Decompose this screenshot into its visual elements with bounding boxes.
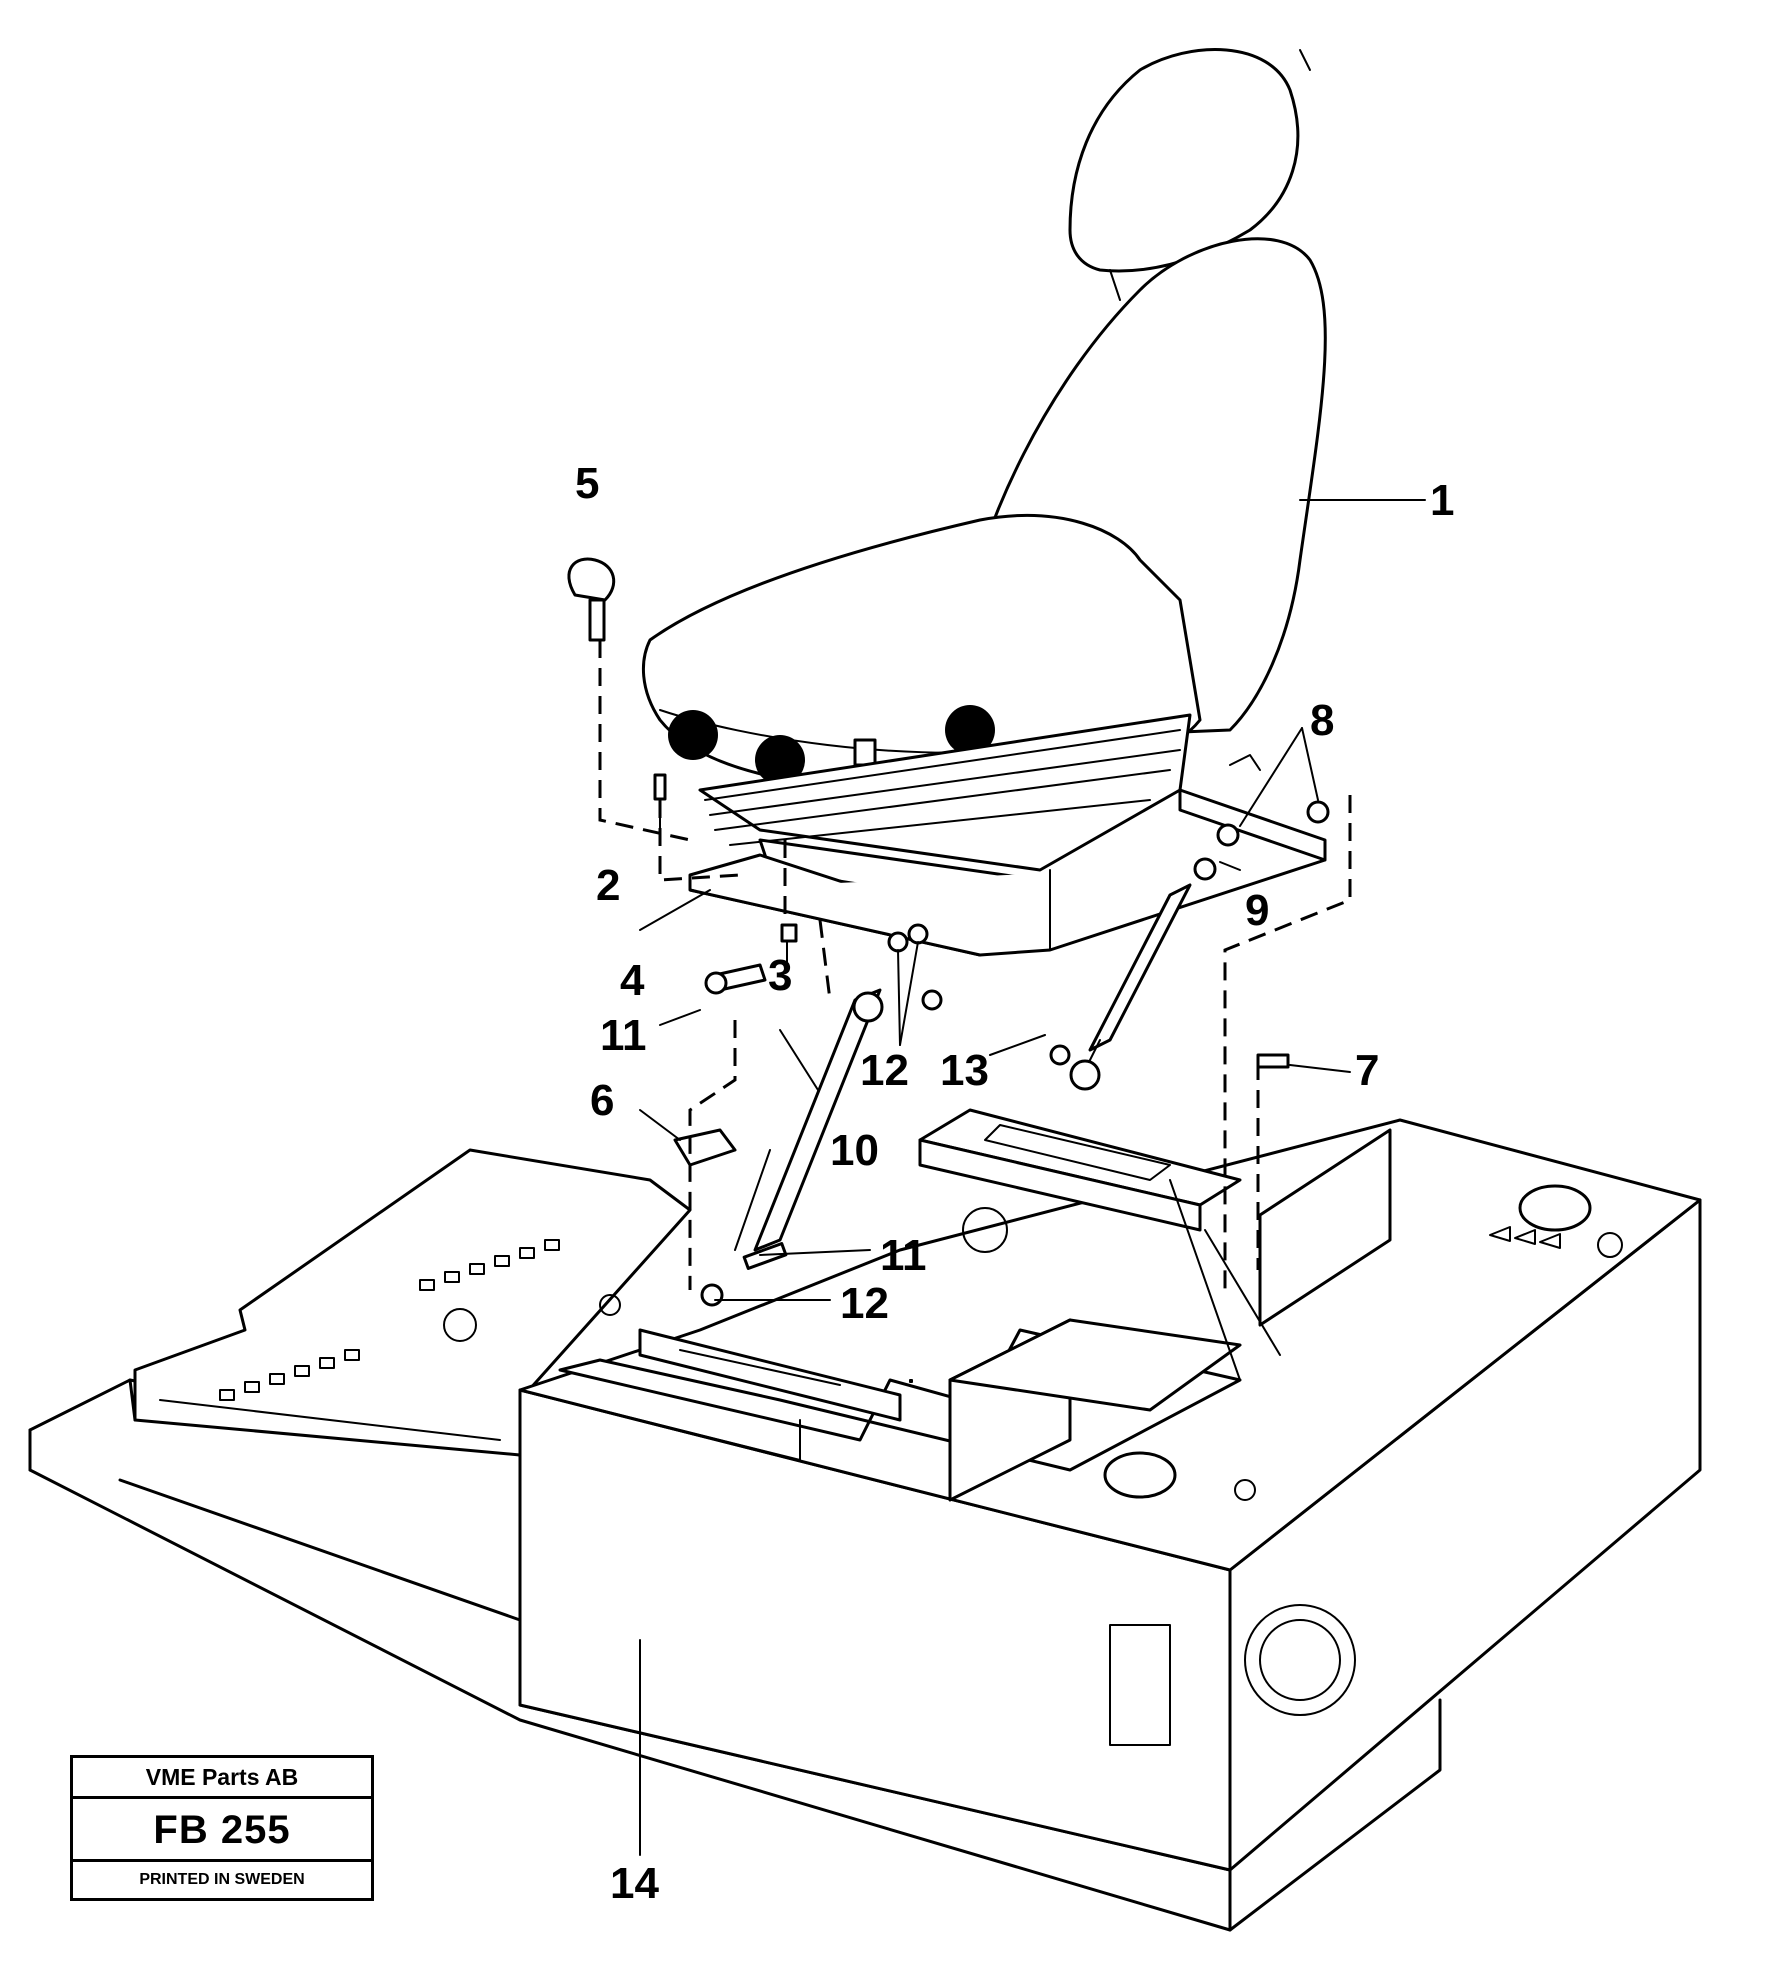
callout-9: 9 (1245, 886, 1269, 935)
assembly-lines (598, 640, 1352, 1290)
callout-12-upper: 12 (860, 1046, 909, 1095)
stamp-note: PRINTED IN SWEDEN (139, 1871, 305, 1888)
floor-slots (219, 1239, 621, 1401)
callout-5: 5 (575, 459, 599, 508)
callout-6: 6 (590, 1076, 614, 1125)
callout-11-upper: 11 (600, 1011, 647, 1060)
callout-1: 1 (1430, 476, 1454, 525)
cab-floor-base (28, 1118, 1702, 1932)
callout-4: 4 (620, 956, 645, 1005)
gas-struts (734, 883, 1192, 1252)
callout-3: 3 (768, 951, 792, 1000)
callout-2: 2 (596, 861, 620, 910)
seat-adjust-knobs (668, 705, 995, 785)
leader-lines (639, 499, 1426, 1856)
fasteners (567, 557, 1330, 1307)
stamp-company: VME Parts AB (73, 1758, 371, 1799)
callout-labels: 1 2 3 4 5 6 7 8 9 10 11 11 12 12 13 14 (575, 459, 1454, 1908)
callout-11-lower: 11 (880, 1231, 927, 1280)
callout-12-lower: 12 (840, 1279, 889, 1328)
callout-14: 14 (610, 1859, 659, 1908)
callout-13: 13 (940, 1046, 989, 1095)
stamp-code: FB 255 (73, 1799, 371, 1862)
callout-10: 10 (830, 1126, 879, 1175)
operator-seat (641, 48, 1327, 912)
callout-7: 7 (1355, 1046, 1379, 1095)
callout-8: 8 (1310, 696, 1334, 745)
seat-mounting-frame (638, 1108, 1392, 1422)
parts-stamp: VME Parts AB FB 255 PRINTED IN SWEDEN (70, 1755, 374, 1901)
